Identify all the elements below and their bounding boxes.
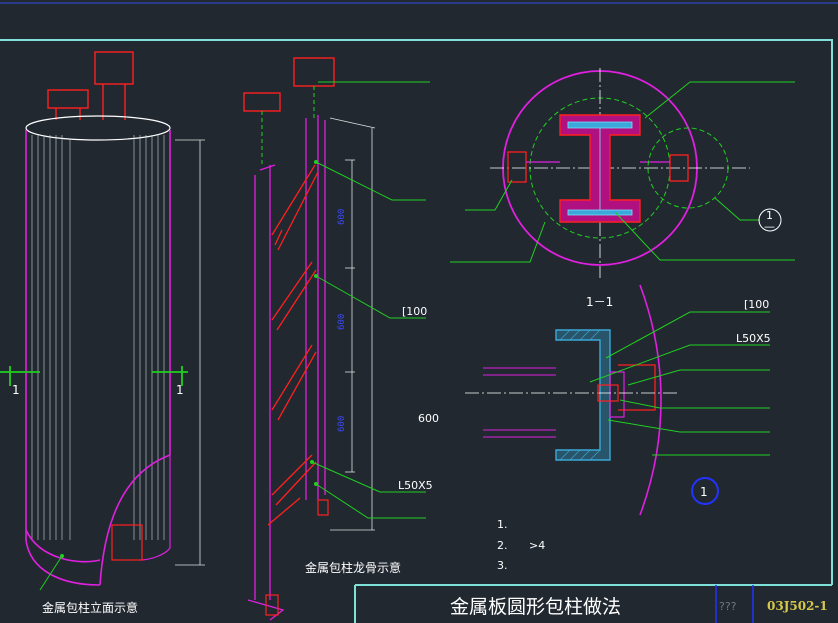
detail-callout-bubble [758, 208, 782, 232]
channel-label: [100 [744, 298, 769, 311]
cut-label-left: 1 [12, 383, 20, 397]
dim-segment-c: 600 [337, 416, 347, 432]
framing-view: 600 600 600 [100 L50X5 600 金属包柱龙骨示意 [243, 57, 439, 621]
elevation-caption: 金属包柱立面示意 [42, 600, 138, 615]
dimension-600: 600 [418, 412, 439, 425]
page-number: ??? [719, 600, 737, 613]
section-cut-mark [0, 366, 188, 386]
section-title: 1－1 [586, 295, 613, 309]
notes: 1. 2. >4 3. [497, 518, 545, 572]
dim-segment-a: 600 [337, 209, 347, 225]
angle-label: L50X5 [736, 332, 771, 345]
detail-mark-number: 1 [700, 485, 708, 499]
drawing-title: 金属板圆形包柱做法 [450, 596, 621, 618]
plan-view: 1 — [450, 68, 795, 278]
dimension-labels: 600 600 600 [337, 209, 347, 432]
note-1: 1. [497, 518, 508, 531]
dim-segment-b: 600 [337, 314, 347, 330]
angle-label-lower: L50X5 [398, 479, 433, 492]
callout-denominator: — [764, 220, 775, 233]
note-3: 3. [497, 559, 508, 572]
note-2-extra: >4 [529, 539, 545, 552]
drawing-code: 03J502-1 [767, 599, 828, 613]
title-block: 金属板圆形包柱做法 ??? 03J502-1 [450, 585, 828, 623]
note-2: 2. [497, 539, 508, 552]
channel-label-mid: [100 [402, 305, 427, 318]
framing-caption: 金属包柱龙骨示意 [305, 560, 401, 575]
callout-number: 1 [766, 209, 773, 222]
section-detail: 1－1 [100 L50X5 1 [465, 284, 771, 516]
detail-mark-circle [691, 477, 719, 505]
cut-label-right: 1 [176, 383, 184, 397]
elevation-view: 1 1 金属包柱立面示意 [0, 51, 205, 615]
